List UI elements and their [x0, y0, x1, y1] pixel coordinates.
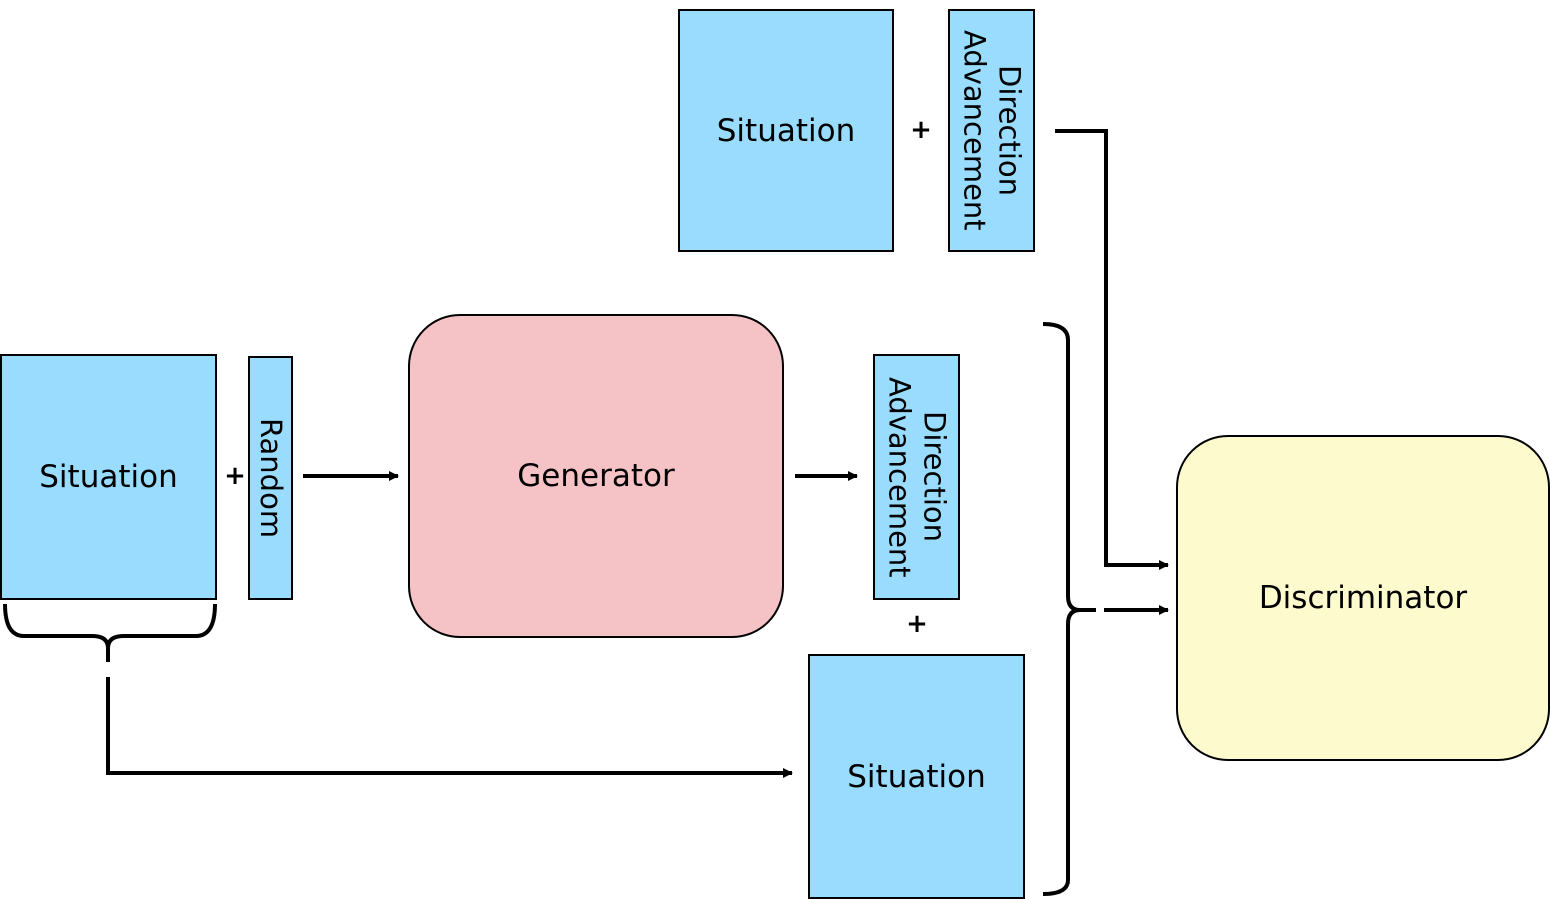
generated-direction-line2: Advancement — [882, 376, 917, 578]
discriminator-box: Discriminator — [1176, 435, 1550, 761]
brace-generated-pair — [1042, 322, 1096, 896]
real-situation-label: Situation — [716, 112, 856, 149]
real-direction-box: Direction Advancement — [948, 9, 1035, 252]
discriminator-label: Discriminator — [1258, 580, 1468, 616]
copied-situation-label: Situation — [847, 758, 986, 795]
input-situation-label: Situation — [39, 459, 178, 495]
generator-label: Generator — [517, 458, 675, 494]
generator-box: Generator — [408, 314, 784, 638]
real-direction-line2: Advancement — [957, 30, 992, 231]
arrow-situation-copy — [106, 677, 793, 778]
real-direction-label: Direction Advancement — [957, 30, 1027, 231]
generated-direction-label: Direction Advancement — [882, 377, 952, 578]
arrow-real-pair-to-discriminator — [1055, 129, 1169, 570]
brace-under-situation — [3, 603, 217, 662]
real-plus-sign: + — [910, 115, 932, 145]
copied-situation-box: Situation — [808, 654, 1025, 899]
input-plus-sign: + — [224, 461, 246, 491]
input-situation-box: Situation — [0, 354, 217, 600]
random-label: Random — [253, 417, 288, 539]
real-situation-box: Situation — [678, 9, 894, 252]
real-direction-line1: Direction — [992, 64, 1027, 196]
random-box: Random — [248, 356, 293, 600]
generated-plus-sign: + — [906, 609, 928, 639]
generated-direction-box: Direction Advancement — [873, 354, 960, 600]
generated-direction-line1: Direction — [917, 411, 952, 543]
